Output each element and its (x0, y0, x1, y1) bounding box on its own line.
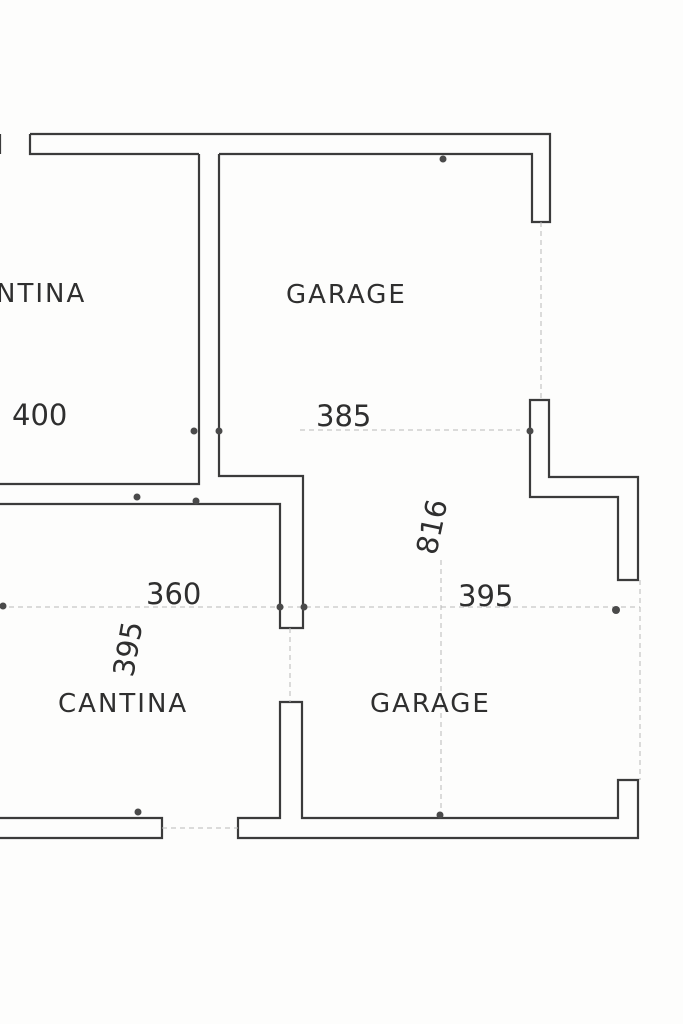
wall-bottom-garage (236, 700, 640, 840)
joint-dot (190, 427, 198, 435)
dimension-garage-top-width: 385 (316, 399, 371, 433)
wall-right-garage-top (528, 398, 640, 582)
wall-partition-top-inner (0, 154, 305, 630)
room-label-garage-top: GARAGE (286, 280, 407, 310)
wall-top-inner-left (28, 134, 199, 156)
dimension-cantina-top-width: 400 (12, 398, 67, 432)
room-label-cantina-bottom: CANTINA (58, 689, 188, 719)
dimension-cantina-bottom-depth: 395 (106, 619, 149, 679)
wall-top-outer (30, 132, 552, 224)
dimension-axes (0, 222, 641, 829)
joint-dot (0, 602, 7, 610)
joint-dot (439, 155, 447, 163)
joint-dot (300, 603, 308, 611)
joint-dot (436, 811, 444, 819)
joint-dot (215, 427, 223, 435)
dimension-cantina-bottom-width: 360 (146, 577, 201, 611)
joint-dot (276, 603, 284, 611)
joint-dot (526, 427, 534, 435)
joint-markers (0, 155, 620, 819)
joint-dot (612, 606, 620, 614)
walls (0, 132, 640, 840)
room-labels: NTINA GARAGE CANTINA GARAGE (0, 279, 491, 719)
dimension-garage-bottom-width: 395 (458, 579, 513, 613)
wall-partition-top (0, 154, 201, 486)
joint-dot (133, 493, 141, 501)
room-label-cantina-top: NTINA (0, 279, 86, 309)
joint-dot (192, 497, 200, 505)
dimension-labels: 400 385 816 360 395 395 (12, 398, 513, 679)
room-label-garage-bottom: GARAGE (370, 689, 491, 719)
wall-bottom-cantina (0, 816, 164, 840)
joint-dot (134, 808, 142, 816)
dimension-garage-depth: 816 (410, 496, 455, 557)
